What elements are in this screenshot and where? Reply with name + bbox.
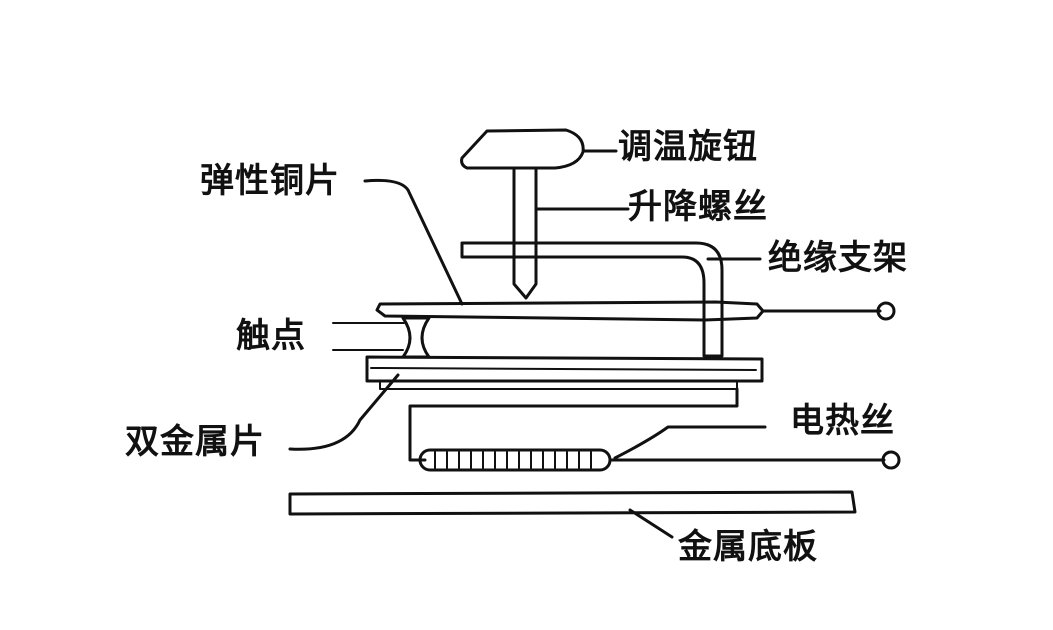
bimetal-inner-line — [370, 367, 757, 371]
heater-leader — [613, 425, 767, 460]
bimetal-leader — [288, 373, 400, 451]
label-copper: 弹性铜片 — [200, 161, 340, 201]
label-screw: 升降螺丝 — [628, 187, 768, 227]
label-bracket: 绝缘支架 — [768, 238, 908, 278]
heater-lead-wire — [408, 387, 739, 462]
label-knob: 调温旋钮 — [618, 127, 758, 167]
copper-strip-shape — [375, 300, 765, 322]
base-plate-shape — [288, 490, 857, 516]
bracket-shape — [460, 241, 724, 358]
label-contact: 触点 — [236, 316, 306, 356]
label-heater: 电热丝 — [790, 401, 895, 441]
knob-shape — [460, 128, 585, 170]
base-leader — [628, 508, 674, 539]
bimetal-underside — [379, 380, 738, 390]
screw-shape — [512, 168, 538, 300]
contact-shape — [401, 316, 431, 359]
heater-coil — [418, 448, 612, 472]
bimetal-shape — [365, 355, 764, 383]
heater-terminal — [881, 450, 901, 470]
copper-leader — [363, 178, 464, 306]
label-base: 金属底板 — [678, 527, 818, 567]
label-bimetal: 双金属片 — [125, 422, 265, 462]
copper-terminal — [876, 301, 896, 321]
